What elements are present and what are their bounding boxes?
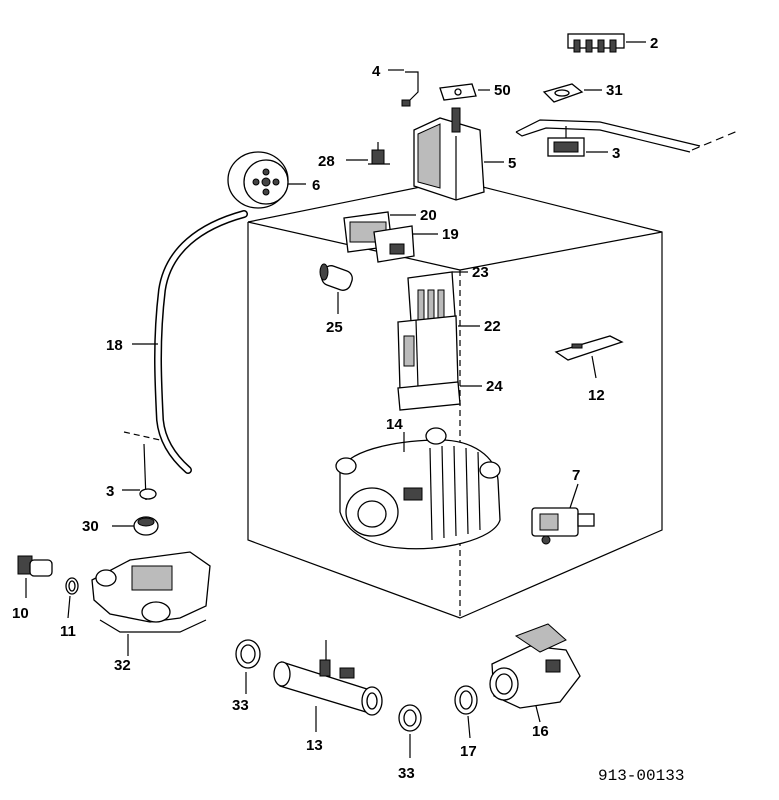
part-31-gasket[interactable]: [542, 83, 602, 103]
callout-16: 16: [532, 723, 549, 740]
part-32-manifold[interactable]: [91, 551, 211, 656]
callout-6: 6: [312, 177, 320, 194]
part-7-water-valve[interactable]: [531, 483, 595, 545]
part-14-motor[interactable]: [335, 427, 501, 550]
part-50-seal[interactable]: [439, 83, 490, 101]
callout-labels: 2 4 50 31 3 28 5 6 20 19 23 25 18 22 12 …: [12, 35, 658, 782]
callout-14: 14: [386, 416, 403, 433]
callout-10: 10: [12, 605, 29, 622]
callout-19: 19: [442, 226, 459, 243]
part-11-ring[interactable]: [65, 577, 79, 619]
callout-25: 25: [326, 319, 343, 336]
callout-2: 2: [650, 35, 658, 52]
callout-18: 18: [106, 337, 123, 354]
part-3-thermostat-top[interactable]: [515, 119, 741, 157]
callout-22: 22: [484, 318, 501, 335]
part-33-ring-bottom[interactable]: [398, 704, 422, 758]
callout-23: 23: [472, 264, 489, 281]
part-5-door-lock[interactable]: [413, 107, 504, 201]
part-24-base-plate[interactable]: [397, 381, 482, 411]
callout-24: 24: [486, 378, 503, 395]
part-33-ring-left[interactable]: [235, 639, 261, 694]
callout-4: 4: [372, 63, 381, 80]
callout-20: 20: [420, 207, 437, 224]
callout-13: 13: [306, 737, 323, 754]
part-10-pressure-switch[interactable]: [17, 555, 53, 598]
part-3-sensor-bottom[interactable]: [122, 431, 161, 501]
part-28-small-fitting[interactable]: [346, 142, 390, 165]
callout-5: 5: [508, 155, 516, 172]
part-12-switch[interactable]: [554, 335, 624, 379]
part-19-relay-box[interactable]: [373, 225, 438, 263]
callout-50: 50: [494, 82, 511, 99]
part-4-wire-clip[interactable]: [388, 69, 419, 107]
callout-11: 11: [60, 623, 76, 640]
callout-33-left: 33: [232, 697, 249, 714]
part-6-pulley-motor[interactable]: [227, 151, 306, 209]
drawing-code: 913-00133: [598, 767, 684, 785]
callout-3-bottom: 3: [106, 483, 114, 500]
callout-31: 31: [606, 82, 623, 99]
callout-12: 12: [588, 387, 605, 404]
part-22-control-module[interactable]: [397, 315, 480, 391]
callout-30: 30: [82, 518, 99, 535]
callout-7: 7: [572, 467, 580, 484]
callout-28: 28: [318, 153, 335, 170]
part-25-capacitor[interactable]: [319, 263, 354, 314]
part-16-drain-pump[interactable]: [489, 623, 581, 723]
part-30-grommet[interactable]: [112, 516, 159, 536]
callout-32: 32: [114, 657, 131, 674]
part-2-connector-strip[interactable]: [567, 33, 646, 53]
part-18-hose[interactable]: [132, 210, 248, 474]
callout-33-bottom: 33: [398, 765, 415, 782]
callout-3-top: 3: [612, 145, 620, 162]
callout-17: 17: [460, 743, 477, 760]
part-17-ring[interactable]: [454, 685, 478, 739]
part-13-heater[interactable]: [273, 640, 383, 732]
